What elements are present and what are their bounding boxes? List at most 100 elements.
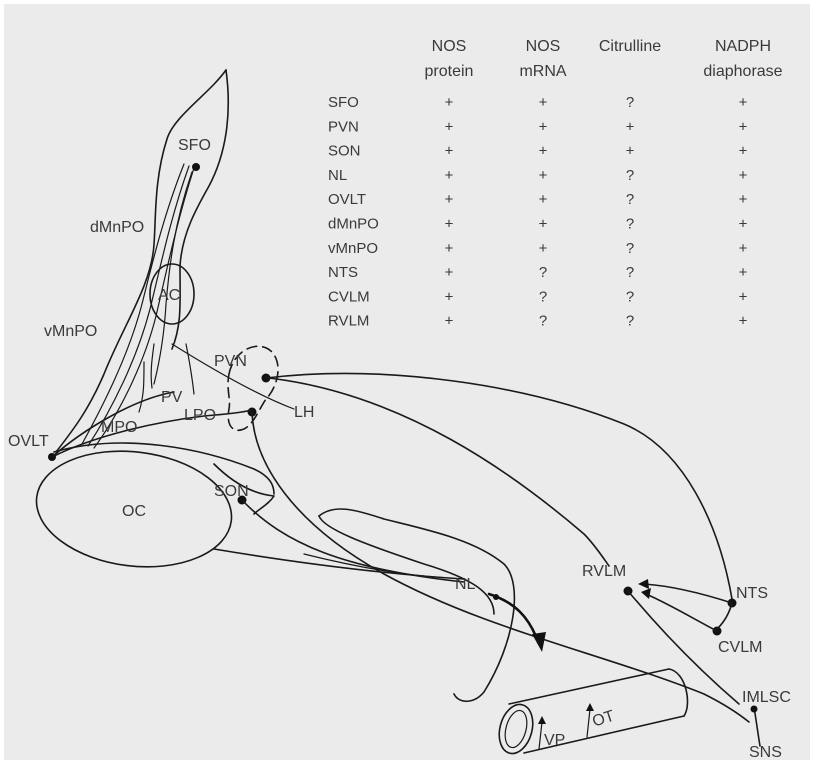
table-cell: ?: [626, 94, 634, 111]
table-cell: +: [445, 94, 454, 111]
table-cell: ?: [539, 288, 547, 305]
son-to-nl: [242, 500, 464, 582]
figure-panel: NOS protein NOS mRNA Citrulline NADPH di…: [4, 4, 810, 760]
row-region-label: vMnPO: [328, 240, 378, 257]
table-row: PVN + + + +: [328, 118, 748, 135]
cvlm-to-rvlm: [646, 594, 717, 631]
row-region-label: SFO: [328, 94, 359, 111]
table-cell: +: [445, 118, 454, 135]
table-cell: ?: [626, 191, 634, 208]
label-nl: NL: [455, 576, 476, 593]
table-cell: +: [539, 216, 548, 233]
table-cell: +: [539, 94, 548, 111]
table-row: CVLM +?? +: [328, 288, 748, 305]
tract-to-mpo: [139, 362, 144, 412]
vessel-opening: [494, 701, 538, 758]
sfo-dot: [192, 163, 200, 171]
label-sns: SNS: [749, 744, 782, 760]
table-cell: +: [445, 264, 454, 281]
pvn-to-rvlm-lower: [269, 378, 609, 566]
table-row: dMnPO + +? +: [328, 216, 748, 233]
table-cell: +: [445, 216, 454, 233]
table-header: NOS protein NOS mRNA Citrulline NADPH di…: [425, 38, 783, 80]
table-cell: +: [739, 94, 748, 111]
table-row: SON++++: [328, 143, 748, 160]
tract-to-lpo: [186, 344, 194, 394]
col-header-2-line1: NOS: [526, 38, 561, 55]
table-cell: +: [539, 143, 548, 160]
table-cell: +: [739, 143, 748, 160]
label-pv: PV: [161, 389, 183, 406]
row-region-label: CVLM: [328, 288, 370, 305]
table-cell: ?: [626, 167, 634, 184]
label-nts: NTS: [736, 585, 768, 602]
table-cell: ?: [626, 264, 634, 281]
anatomy-outlines: [30, 70, 760, 757]
table-cell: ?: [626, 240, 634, 257]
region-labels: SFO dMnPO AC vMnPO PVN PV LPO MPO LH OVL…: [8, 137, 791, 760]
table-cell: +: [539, 191, 548, 208]
table-cell: +: [739, 216, 748, 233]
table-row: RVLM+??+: [328, 313, 748, 330]
table-cell: +: [445, 167, 454, 184]
row-region-label: NL: [328, 167, 347, 184]
table-cell: ?: [626, 288, 634, 305]
row-region-label: PVN: [328, 118, 359, 135]
label-sfo: SFO: [178, 137, 211, 154]
table-cell: ?: [626, 313, 634, 330]
table-cell: +: [739, 167, 748, 184]
vessel-end: [669, 669, 688, 716]
lamina-outline-left: [56, 70, 226, 452]
table-cell: +: [626, 143, 635, 160]
table-cell: +: [739, 264, 748, 281]
label-imlsc: IMLSC: [742, 689, 791, 706]
table-cell: +: [739, 288, 748, 305]
ot-arrow: [587, 709, 590, 737]
cvlm-to-rvlm-arrowhead: [641, 588, 651, 599]
table-cell: +: [539, 118, 548, 135]
col-header-1-line1: NOS: [432, 38, 467, 55]
blood-vessel: [494, 669, 687, 757]
nts-to-rvlm-arrowhead: [638, 579, 649, 589]
label-cvlm: CVLM: [718, 639, 762, 656]
table-cell: +: [739, 313, 748, 330]
stalk-inner: [319, 516, 494, 614]
table-row: SFO + +? +: [328, 94, 748, 111]
table-row: vMnPO++?+: [328, 240, 748, 257]
table-body: SFO++?+PVN++++SON++++NL++?+OVLT++?+dMnPO…: [328, 94, 748, 330]
label-vmnpo: vMnPO: [44, 323, 97, 340]
label-dmnpo: dMnPO: [90, 219, 144, 236]
vp-arrowhead: [538, 716, 546, 724]
vp-arrow: [539, 722, 542, 749]
ot-arrowhead: [586, 703, 594, 711]
col-header-2-line2: mRNA: [519, 63, 566, 80]
row-region-label: dMnPO: [328, 216, 379, 233]
neural-pathway-diagram: NOS protein NOS mRNA Citrulline NADPH di…: [4, 4, 810, 760]
row-region-label: SON: [328, 143, 361, 160]
col-header-3-line1: Citrulline: [599, 38, 661, 55]
table-cell: ?: [539, 313, 547, 330]
label-oc: OC: [122, 503, 146, 520]
fibre-tract-3: [94, 168, 194, 448]
table-cell: +: [626, 118, 635, 135]
col-header-4-line2: diaphorase: [703, 63, 782, 80]
table-cell: +: [445, 288, 454, 305]
table-cell: ?: [626, 216, 634, 233]
table-cell: +: [739, 118, 748, 135]
row-region-label: OVLT: [328, 191, 366, 208]
imlsc-to-sns: [754, 707, 760, 746]
stalk-outline: [319, 509, 514, 701]
pvn-to-rvlm-upper: [266, 374, 732, 599]
label-pvn: PVN: [214, 353, 247, 370]
table-cell: +: [739, 240, 748, 257]
row-region-label: RVLM: [328, 313, 369, 330]
label-vp: VP: [544, 732, 565, 749]
imlsc-dot: [751, 706, 758, 713]
label-ac: AC: [158, 287, 180, 304]
tract-to-pv: [151, 344, 154, 388]
label-rvlm: RVLM: [582, 563, 626, 580]
table-row: NTS+??+: [328, 264, 748, 281]
label-ovlt: OVLT: [8, 433, 49, 450]
label-mpo: MPO: [101, 419, 137, 436]
label-ot: OT: [590, 707, 617, 730]
